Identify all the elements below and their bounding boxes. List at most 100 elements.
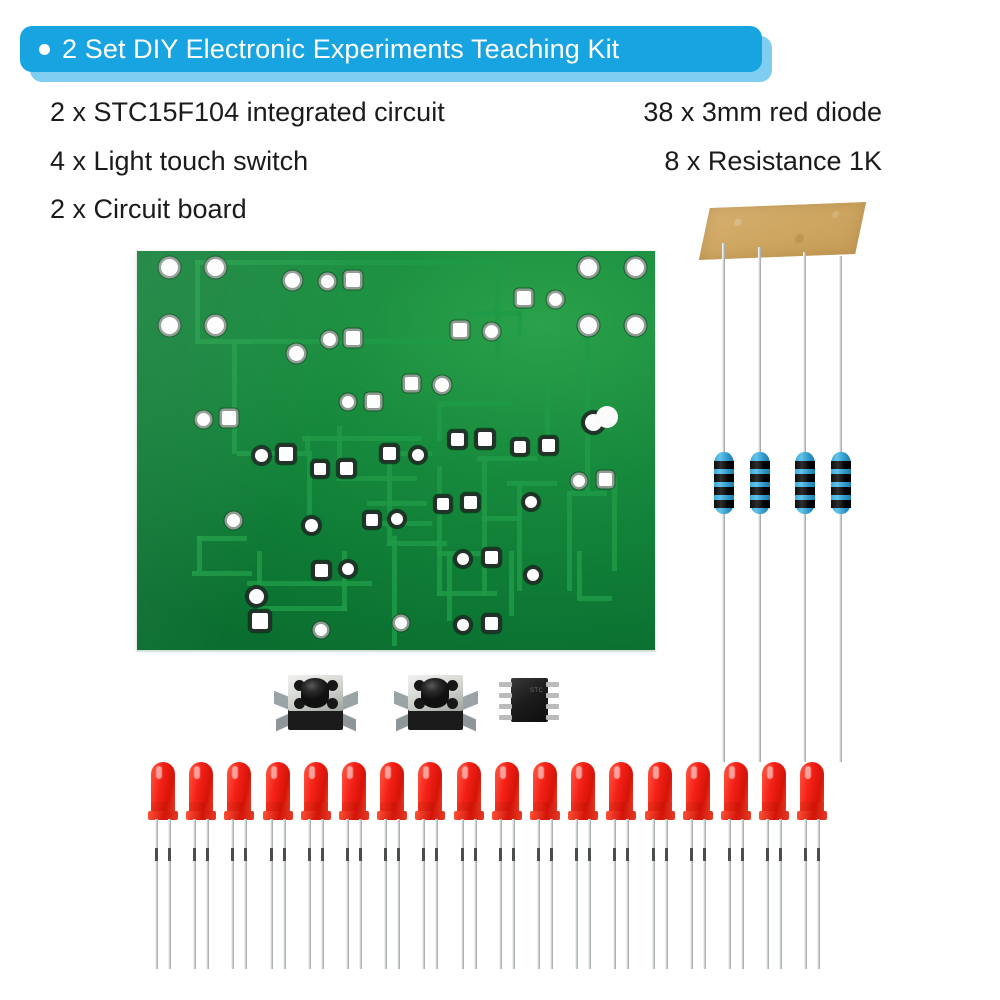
pcb-trace [577,596,612,601]
led-lead [461,819,464,969]
led-highlight [347,766,353,779]
resistance-1k [795,452,815,514]
spec-left-2: 2 x Circuit board [50,194,247,224]
pcb-trace [197,536,247,541]
pcb-trace [577,551,582,596]
resistor-band [714,461,734,469]
switch-corner-dot [327,680,338,691]
ic-pin [546,682,559,687]
led-lens [418,762,442,806]
led-lead-crimp [613,848,616,861]
pcb-trace [437,591,497,596]
pcb-trace [482,516,487,596]
led-flange [721,811,751,820]
led-lead-crimp [690,848,693,861]
led-lead [613,819,616,969]
pcb-pad [252,613,268,629]
pcb-pad [435,378,449,392]
led-lead [588,819,591,969]
led-neck [571,802,595,813]
pcb-mounting-hole [596,406,618,428]
led-lens [457,762,481,806]
resistor-band [714,474,734,482]
pcb-pad [383,447,396,460]
red-diode [797,762,827,972]
led-lead-crimp [397,848,400,861]
led-highlight [309,766,315,779]
led-lens [571,762,595,806]
led-lead-crimp [384,848,387,861]
pcb-trace [257,551,262,609]
led-lead [550,819,553,969]
led-lead-crimp [665,848,668,861]
led-lead-crimp [550,848,553,861]
pcb-pad [453,323,467,337]
ic-pin [499,693,512,698]
resistor-band [714,487,734,495]
led-neck [800,802,824,813]
resistor-band [714,500,734,508]
resistance-1k [714,452,734,514]
pcb-pad [527,569,539,581]
pcb-trace [232,339,447,344]
switch-corner-dot [414,680,425,691]
led-highlight [653,766,659,779]
pcb-pad [279,447,293,461]
pcb-pad [478,432,492,446]
circuit-board [137,251,655,650]
pcb-trace [507,481,557,486]
switch-corner-dot [294,698,305,709]
led-lead [193,819,196,969]
red-diode [606,762,636,972]
pcb-pad [346,273,360,287]
switch-lead [461,712,476,732]
led-neck [189,802,213,813]
pcb-trace [257,606,347,611]
pcb-pad [207,317,224,334]
pcb-pad [161,317,178,334]
led-lead [308,819,311,969]
spec-right-0: 38 x 3mm red diode [643,97,882,127]
pcb-trace [237,451,307,456]
pcb-trace [437,466,442,596]
led-lead [283,819,286,969]
pcb-trace [387,541,447,546]
led-lead [321,819,324,969]
pcb-trace [302,436,422,441]
red-diode [301,762,331,972]
pcb-trace [482,516,522,521]
led-highlight [194,766,200,779]
pcb-pad [305,519,318,532]
pcb-trace [437,401,442,441]
pcb-trace [585,311,590,491]
led-lead [397,819,400,969]
led-lead-crimp [168,848,171,861]
led-lead [512,819,515,969]
led-lead [155,819,158,969]
led-flange [454,811,484,820]
led-lead-crimp [308,848,311,861]
red-diode [186,762,216,972]
pcb-pad [485,325,498,338]
led-lead-crimp [766,848,769,861]
led-lead [384,819,387,969]
led-lead-crimp [244,848,247,861]
pcb-pad [542,439,555,452]
led-flange [530,811,560,820]
led-highlight [767,766,773,779]
pcb-trace [342,551,347,611]
resistor-band [750,487,770,495]
resistor-lead [803,512,806,762]
red-diode [683,762,713,972]
pcb-trace [197,536,202,571]
led-lead-crimp [270,848,273,861]
pcb-trace [517,311,522,336]
led-lead-crimp [728,848,731,861]
pcb-pad [391,513,403,525]
led-lead-crimp [804,848,807,861]
led-lead [665,819,668,969]
pcb-trace [392,536,397,646]
pcb-pad [255,449,268,462]
pcb-pad [627,317,644,334]
